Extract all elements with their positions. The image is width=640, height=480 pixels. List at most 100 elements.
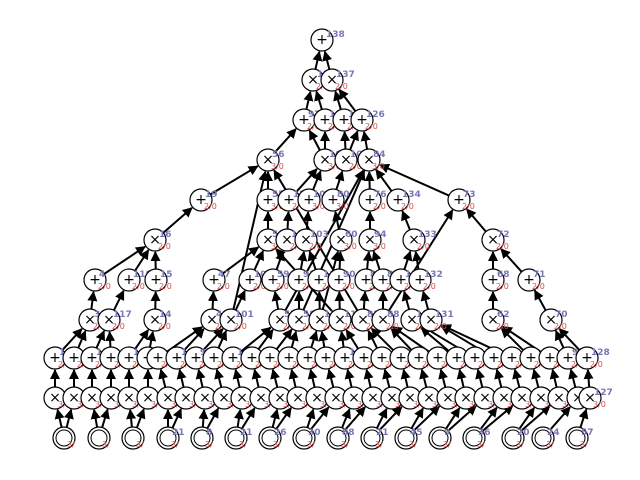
edge-136-to-138 — [312, 50, 323, 70]
edge-3-to-4 — [87, 290, 98, 310]
node-circle — [481, 308, 505, 332]
times-operator-icon: × — [442, 390, 454, 406]
node-sublabel: 3/ — [516, 440, 524, 449]
edge-in10-to-45 — [410, 407, 424, 429]
node-id-label: 117 — [113, 310, 132, 320]
plus-operator-icon: + — [150, 272, 162, 288]
input-node-ring — [534, 429, 552, 447]
plus-operator-icon: + — [320, 350, 332, 366]
plus-operator-icon: + — [562, 350, 574, 366]
node-sublabel: 2/0 — [323, 322, 336, 331]
node-4: +2/04 — [83, 268, 111, 292]
node-sublabel: 2/0 — [307, 122, 320, 131]
node-id-label: 118 — [133, 270, 152, 280]
times-operator-icon: × — [535, 390, 547, 406]
edge-19-to-56 — [209, 165, 259, 196]
plus-operator-icon: + — [262, 192, 274, 208]
edge-101-to-102 — [234, 289, 246, 311]
plus-operator-icon: + — [469, 350, 481, 366]
times-operator-icon: × — [86, 390, 98, 406]
times-operator-icon: × — [487, 312, 499, 328]
edge-131-to-132 — [420, 290, 431, 310]
node-sublabel: 2/0 — [302, 322, 315, 331]
node-80: +3/080 — [321, 188, 350, 212]
times-operator-icon: × — [584, 390, 596, 406]
times-operator-icon: × — [408, 232, 420, 248]
edge-63-to-52 — [512, 368, 522, 388]
edge-108-to-136 — [314, 90, 324, 110]
edge-16-to-19 — [162, 207, 193, 234]
node-sublabel: 3/0 — [271, 162, 284, 171]
node-id-label: 14 — [159, 310, 172, 320]
node-sublabel: 3/ — [171, 440, 179, 449]
times-operator-icon: × — [68, 390, 80, 406]
node-id-label: 68 — [497, 270, 510, 280]
edge-23-to-57 — [257, 328, 274, 350]
edge-69-to-95 — [568, 368, 578, 388]
plus-operator-icon: + — [171, 350, 183, 366]
times-operator-icon: × — [545, 312, 557, 328]
edge-133-to-134 — [401, 210, 411, 231]
plus-operator-icon: + — [105, 350, 117, 366]
plus-operator-icon: + — [227, 350, 239, 366]
node-id-label: 45 — [410, 428, 423, 438]
times-operator-icon: × — [386, 390, 398, 406]
edge-18-to-100 — [176, 368, 187, 388]
node-in5: 3/21 — [224, 426, 253, 450]
edge-37-to-112 — [344, 368, 355, 388]
node-id-label: 62 — [497, 310, 510, 320]
node-sublabel: 2/0 — [496, 322, 509, 331]
plus-operator-icon: + — [267, 272, 279, 288]
node-sublabel: 2/0 — [590, 360, 603, 369]
node-circle — [97, 308, 121, 332]
node-sublabel: 3/ — [67, 440, 75, 449]
node-sublabel: 3/ — [546, 440, 554, 449]
node-in14: 3/24 — [531, 426, 560, 450]
node-sublabel: 3/ — [205, 440, 213, 449]
node-sublabel: 2/0 — [462, 202, 475, 211]
plus-operator-icon: + — [152, 350, 164, 366]
times-operator-icon: × — [311, 390, 323, 406]
node-sublabel: 3/ — [341, 440, 349, 449]
node-layer: +138×2/0136×2/0137+2/097+2/0108+2/0125+2… — [43, 28, 613, 450]
times-operator-icon: × — [423, 390, 435, 406]
node-sublabel: 2/0 — [309, 242, 322, 251]
node-sublabel: 3/0 — [336, 202, 349, 211]
node-circle — [357, 148, 381, 172]
edge-in11-to-53 — [447, 405, 477, 432]
times-operator-icon: × — [553, 390, 565, 406]
node-circle — [350, 108, 374, 132]
node-sublabel: 2/0 — [276, 282, 289, 291]
plus-operator-icon: + — [451, 350, 463, 366]
plus-operator-icon: + — [488, 350, 500, 366]
edge-in0-to-2 — [54, 408, 65, 428]
plus-operator-icon: + — [123, 272, 135, 288]
plus-operator-icon: + — [523, 272, 535, 288]
node-sublabel: 3/ — [580, 440, 588, 449]
node-circle — [419, 308, 443, 332]
edge-in9-to-41 — [376, 407, 388, 429]
node-in0: 3/ — [52, 426, 76, 450]
edge-4-to-16 — [103, 245, 146, 275]
edge-12-to-14 — [146, 330, 157, 348]
edge-20-to-98 — [195, 368, 206, 388]
node-id-label: 134 — [402, 190, 421, 200]
node-id-label: 133 — [418, 230, 437, 240]
node-sublabel: 2/0 — [365, 122, 378, 131]
edge-45-to-40 — [419, 368, 429, 388]
node-sublabel: 2/0 — [366, 322, 379, 331]
node-id-label: 3 — [94, 310, 100, 320]
node-sublabel: 2/0 — [253, 282, 266, 291]
node-id-label: 127 — [594, 388, 613, 398]
plus-operator-icon: + — [581, 350, 593, 366]
edge-in13-to-67 — [520, 405, 551, 432]
edge-109-to-126 — [349, 130, 359, 151]
edge-30-to-27 — [288, 368, 299, 388]
times-operator-icon: × — [199, 390, 211, 406]
times-operator-icon: × — [105, 390, 117, 406]
